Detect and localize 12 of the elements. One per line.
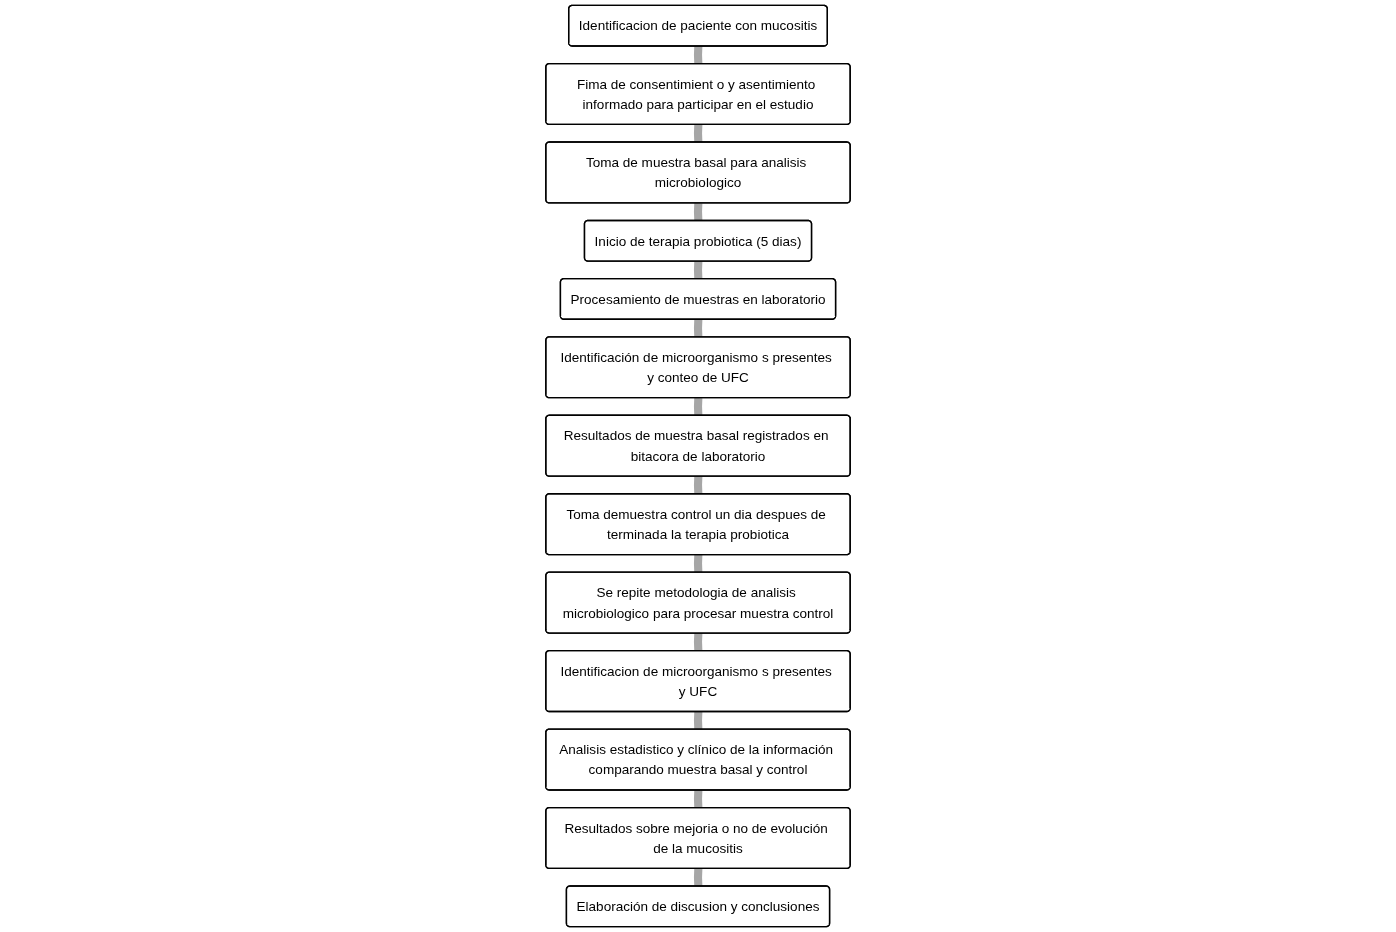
connector [693, 868, 703, 887]
connector [693, 790, 703, 809]
connector [693, 711, 703, 730]
connector [693, 46, 703, 65]
connector [693, 203, 703, 221]
connector [693, 319, 703, 338]
connector [693, 124, 703, 143]
connector [693, 261, 703, 280]
connector [693, 633, 703, 652]
connector [693, 397, 703, 416]
connector [693, 476, 703, 495]
connector [693, 554, 703, 573]
